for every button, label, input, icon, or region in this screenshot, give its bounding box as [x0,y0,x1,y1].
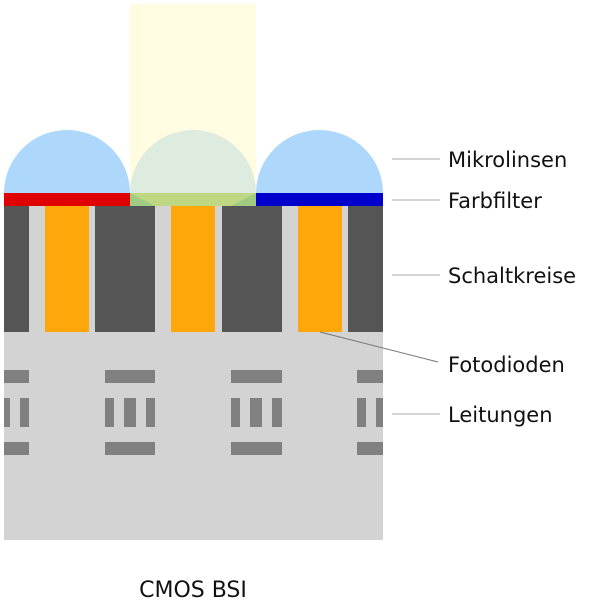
photodiodes [45,206,342,332]
filter-red [4,193,130,206]
wiring [4,370,383,455]
wire [4,370,29,383]
photodiode [298,206,342,332]
wire [376,398,383,427]
wire [124,398,136,427]
photodiode [45,206,89,332]
microlens [4,130,130,193]
wire [250,398,262,427]
wire [231,398,240,427]
wire [20,398,29,427]
label-wiring: Leitungen [448,403,553,427]
microlens [256,130,383,193]
leader-line-photodiode [319,331,439,363]
wire [146,398,155,427]
wire [357,442,383,455]
photodiode [171,206,215,332]
circuit-block [4,206,29,332]
wire [357,398,366,427]
light-beam [130,4,256,206]
label-microlenses: Mikrolinsen [448,148,567,172]
wire [105,442,155,455]
wire [357,370,383,383]
wire [231,370,282,383]
wire [4,442,29,455]
label-photodiodes: Fotodioden [448,353,565,377]
filter-blue [256,193,383,206]
label-color-filter: Farbfilter [448,189,542,213]
wire [272,398,282,427]
circuit-block [348,206,383,332]
wire [105,370,155,383]
label-circuits: Schaltkreise [448,264,576,288]
circuit-block [95,206,155,332]
diagram-title: CMOS BSI [139,578,247,600]
circuit-blocks [4,206,383,332]
circuit-block [222,206,282,332]
leader-lines [392,158,440,415]
wire [4,398,10,427]
wire [231,442,282,455]
wire [105,398,114,427]
